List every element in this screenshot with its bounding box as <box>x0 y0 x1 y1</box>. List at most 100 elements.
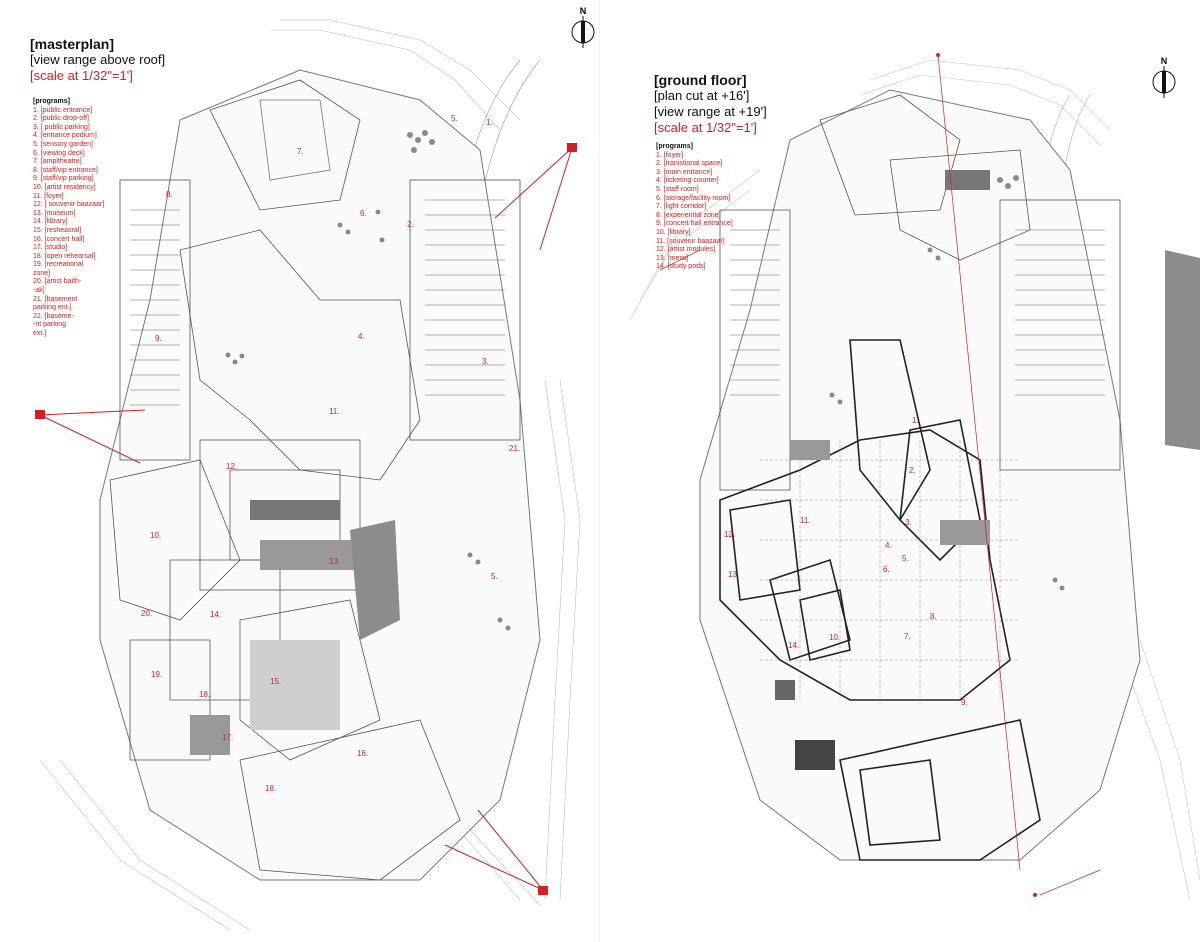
plan-label: 13. <box>728 570 740 579</box>
ground-floor-title: [ground floor] <box>654 72 747 88</box>
program-item: 7. [ampitheatre] <box>33 158 82 166</box>
ground-floor-scale: [scale at 1/32"=1'] <box>654 120 757 135</box>
plan-label: 10. <box>829 633 841 642</box>
program-item: 1. [public entrance] <box>33 106 93 114</box>
program-item: 20. [artist baith- <box>33 278 82 286</box>
ground-floor-drawing <box>629 53 1200 901</box>
program-item: 12. [artist modules] <box>656 246 716 254</box>
masterplan-sheet: [masterplan] [view range above roof] [sc… <box>30 6 595 931</box>
program-item: 5. [staff room] <box>656 185 699 193</box>
plan-label: 3. <box>905 518 912 527</box>
program-item: 7. [light corridor] <box>656 203 707 211</box>
plan-label: 9. <box>961 698 968 707</box>
north-arrow-right: N <box>1152 56 1176 105</box>
masterplan-header: [masterplan] [view range above roof] [sc… <box>30 36 165 84</box>
masterplan-scale: [scale at 1/32"=1'] <box>30 68 133 83</box>
plan-label: 2. <box>407 220 414 229</box>
plan-label: 17. <box>222 733 234 742</box>
plan-label: 10. <box>150 531 162 540</box>
plan-label: 7. <box>297 147 304 156</box>
plan-label: 13. <box>329 557 341 566</box>
plan-label: 8. <box>166 190 173 199</box>
program-item: 8. [experiential zone] <box>656 211 721 219</box>
plan-label: 15. <box>270 677 282 686</box>
programs-header: [programs] <box>33 98 70 105</box>
program-item: parking ent.] <box>33 304 72 312</box>
program-item: 11. [foyer] <box>33 192 64 200</box>
program-item: 5. [sensory garden] <box>33 140 93 148</box>
plan-label: 9. <box>155 334 162 343</box>
plan-label: 6. <box>360 209 367 218</box>
ground-floor-programs-list: [programs] 1. [foyer] 2. [tranistional s… <box>656 143 733 272</box>
program-item: 3. [ public parking] <box>33 123 90 131</box>
plan-label: 1. <box>486 118 493 127</box>
north-arrow-left: N <box>571 6 595 55</box>
plan-label: 11. <box>800 516 811 525</box>
program-item: 9. [concert hall entrance] <box>656 220 733 228</box>
plan-label: 1. <box>912 416 919 425</box>
program-item: 22. [baseme- <box>33 312 74 320</box>
program-item: 12. [ souvenir baazaar] <box>33 201 105 209</box>
plan-label: 14. <box>788 641 800 650</box>
program-item: 4. [ticketing counter] <box>656 177 719 185</box>
north-label: N <box>579 6 587 16</box>
programs-header: [programs] <box>656 143 693 150</box>
plan-label: 18. <box>199 690 211 699</box>
north-arrow-icon <box>571 16 595 48</box>
plan-label: 4. <box>885 541 892 550</box>
program-item: 10. [library] <box>656 228 691 236</box>
plan-label: 14. <box>210 610 222 619</box>
ground-floor-sheet: [ground floor] [plan cut at +16'] [view … <box>600 0 1200 942</box>
program-item: 3. [main entrance] <box>656 168 713 176</box>
program-item: 13. [museum] <box>33 209 76 217</box>
program-item: 11. [souvenir baazaar] <box>656 237 725 245</box>
program-item: 6. [storage/facility room] <box>656 194 731 202</box>
program-item: 9. [staff/vip parking] <box>33 175 94 183</box>
masterplan-drawing <box>35 19 581 931</box>
program-item: ext.] <box>33 330 47 338</box>
plan-label: 5. <box>902 554 909 563</box>
ground-floor-header: [ground floor] [plan cut at +16'] [view … <box>654 72 767 136</box>
program-item: 10. [artist residency] <box>33 183 96 191</box>
program-item: 2. [public drop-off] <box>33 115 89 123</box>
masterplan-subtitle: [view range above roof] <box>30 52 166 67</box>
ground-floor-subtitle-view: [view range at +19'] <box>654 104 767 119</box>
plan-label: 5. <box>491 572 498 581</box>
program-item: 16. [concert hall] <box>33 235 85 243</box>
program-item: 4. [entrance podium] <box>33 132 97 140</box>
plan-label: 2. <box>909 466 916 475</box>
program-item: -nt parking <box>33 321 67 329</box>
program-item: 19. [recreational <box>33 261 84 269</box>
program-item: 2. [tranistional space] <box>656 160 723 168</box>
program-item: zone] <box>33 269 51 277</box>
north-label: N <box>1160 56 1168 66</box>
plan-label: 11. <box>329 407 340 416</box>
program-item: 6. [viewing deck] <box>33 149 85 157</box>
plan-label: 5. <box>451 114 458 123</box>
program-item: 21. [basement <box>33 295 78 303</box>
plan-label: 18. <box>265 784 277 793</box>
program-item: 18. [open rehearsal] <box>33 252 96 260</box>
program-item: -ak] <box>33 287 45 295</box>
program-item: 8. [staff/vip entrance] <box>33 166 98 174</box>
program-item: 14. [study pods] <box>656 263 706 271</box>
masterplan-title: [masterplan] <box>30 36 115 52</box>
north-arrow-icon <box>1152 66 1176 98</box>
masterplan-programs-list: [programs] 1. [public entrance] 2. [publ… <box>33 98 104 339</box>
plan-label: 20. <box>141 609 153 618</box>
plan-label: 6. <box>883 565 890 574</box>
plan-label: 8. <box>930 612 937 621</box>
plan-label: 19. <box>151 670 163 679</box>
program-item: 17. [studio] <box>33 244 68 252</box>
plan-label: 21. <box>509 444 521 453</box>
program-item: 15. [resheasral] <box>33 226 82 234</box>
plan-label: 12. <box>724 530 736 539</box>
plan-label: 3. <box>482 357 489 366</box>
plan-label: 12. <box>226 462 238 471</box>
ground-floor-subtitle-cut: [plan cut at +16'] <box>654 88 750 103</box>
program-item: 1. [foyer] <box>656 151 684 159</box>
program-item: 13. [mess] <box>656 254 689 262</box>
program-item: 14. [library] <box>33 218 68 226</box>
plan-label: 16. <box>357 749 369 758</box>
plan-label: 7. <box>904 632 911 641</box>
